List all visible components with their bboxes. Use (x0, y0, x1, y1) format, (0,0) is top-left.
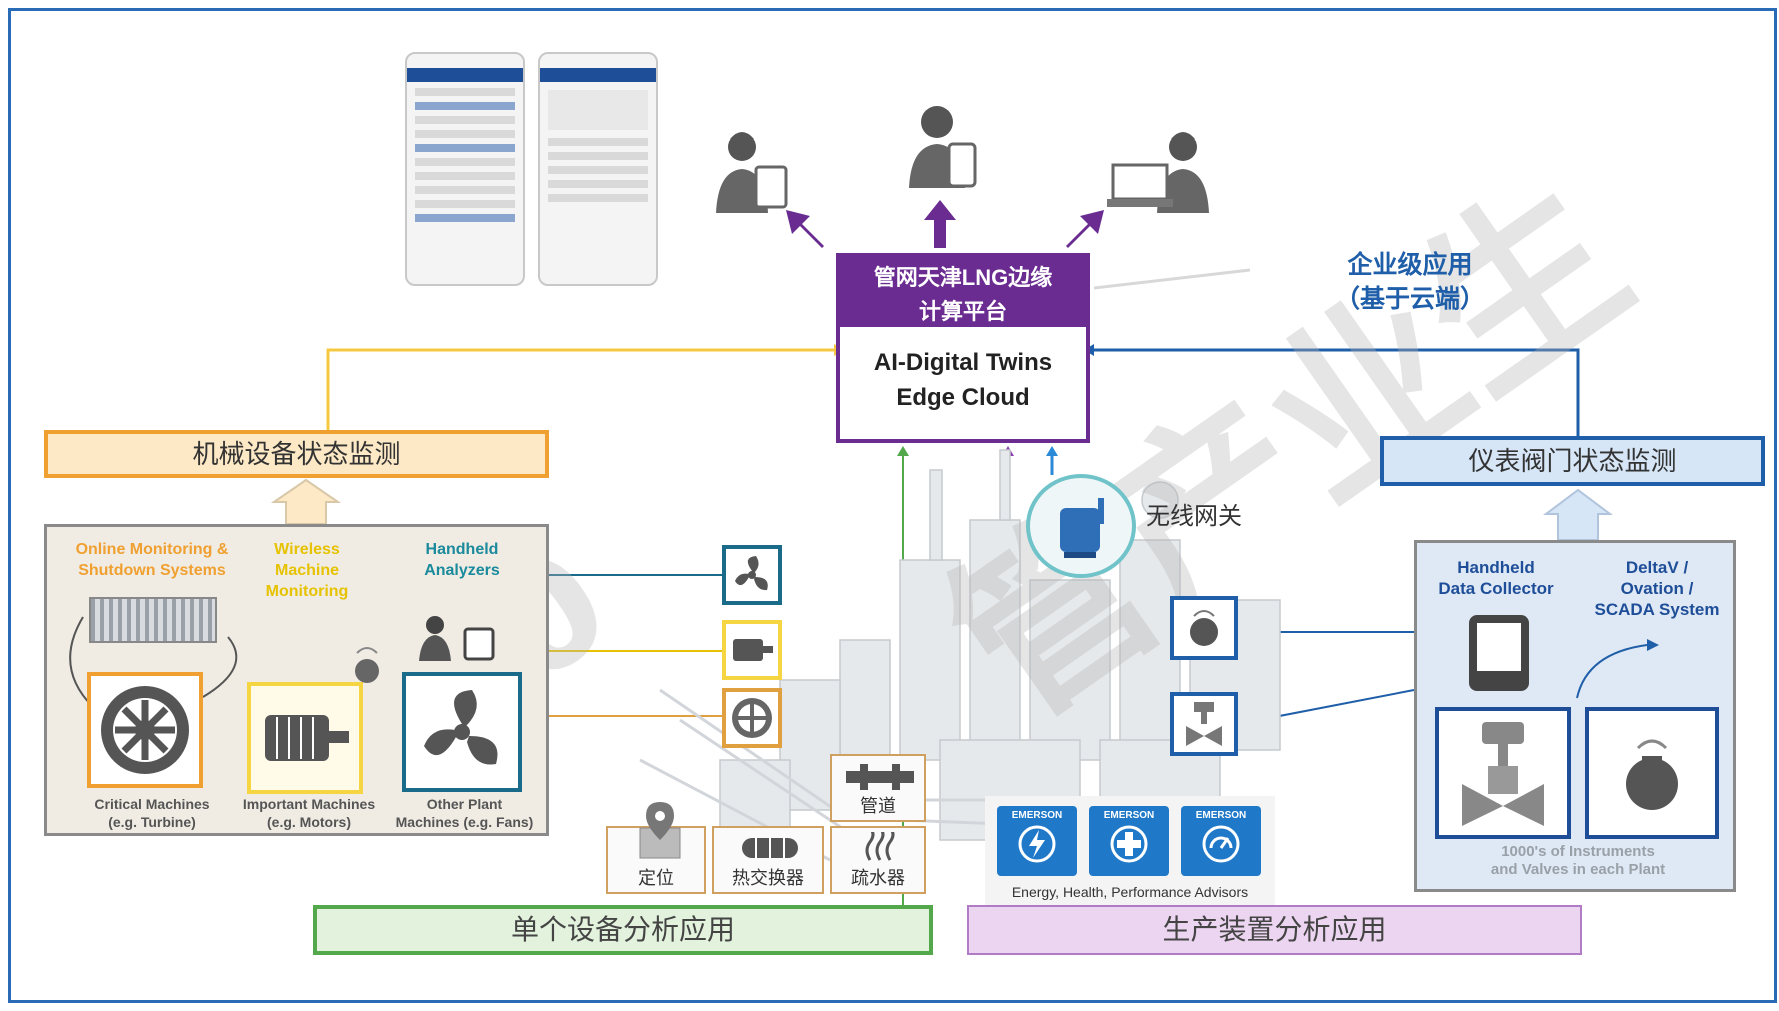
platform-title-line1: 管网天津LNG边缘 (873, 265, 1053, 290)
pipe-icon (846, 764, 914, 790)
performance-advisor-app: EMERSON (1181, 806, 1261, 876)
machine-monitoring-banner: 机械设备状态监测 (44, 430, 549, 478)
locate-label: 定位 (638, 868, 674, 888)
edge-platform: 管网天津LNG边缘 计算平台 AI-Digital Twins Edge Clo… (836, 253, 1090, 443)
enterprise-app-label: 企业级应用 （基于云端） (1320, 248, 1500, 316)
fan-mini-tile (722, 545, 782, 605)
online-monitoring-label: Online Monitoring &Shutdown Systems (75, 541, 229, 579)
pipe-label: 管道 (860, 796, 896, 816)
data-collector-icon (1469, 615, 1529, 691)
enterprise-line1: 企业级应用 (1347, 251, 1473, 279)
important-machines-caption: Important Machines(e.g. Motors) (242, 796, 376, 830)
map-pin-icon (639, 802, 681, 859)
motor-icon (265, 715, 349, 761)
transmitter-mini-tile (1170, 596, 1238, 660)
machine-panel: Online Monitoring &Shutdown Systems Wire… (44, 524, 549, 836)
up-arrow-left (270, 478, 342, 525)
platform-title: 管网天津LNG边缘 计算平台 (840, 257, 1086, 327)
performance-advisors: EMERSON EMERSON EMERSON Energy, Health, … (985, 796, 1275, 906)
fan-icon (735, 556, 768, 591)
advisors-caption: Energy, Health, Performance Advisors (1011, 884, 1249, 900)
locate-tile: 定位 (606, 802, 706, 894)
arrow-to-user-right (1066, 210, 1104, 248)
transmitter-icon (1190, 610, 1218, 646)
valve-mini-tile (1170, 692, 1238, 756)
platform-title-line2: 计算平台 (918, 299, 1007, 324)
energy-advisor-app: EMERSON (997, 806, 1077, 876)
transmitter-tile (1585, 707, 1719, 839)
heat-exchanger-icon (742, 838, 798, 858)
person-tablet-icon (716, 132, 788, 213)
arrow-to-user-left (786, 210, 824, 248)
platform-body-line1: AI-Digital Twins (873, 349, 1053, 376)
deltav-label: DeltaV /Ovation /SCADA System (1594, 558, 1720, 619)
motor-icon (733, 639, 773, 661)
wireless-gateway (1026, 474, 1136, 578)
up-arrow-right (1543, 488, 1613, 541)
platform-body-line2: Edge Cloud (896, 384, 1030, 411)
fan-icon (424, 690, 498, 765)
heat-exchanger-label: 热交换器 (732, 868, 804, 888)
health-advisor-app: EMERSON (1089, 806, 1169, 876)
instrument-monitoring-banner: 仪表阀门状态监测 (1380, 436, 1765, 486)
pipe-tile: 管道 (830, 754, 926, 822)
turbine-mini-tile (722, 688, 782, 748)
performance-icon (1202, 825, 1240, 863)
enterprise-line2: （基于云端） (1334, 285, 1485, 313)
phone-screen-1 (405, 52, 525, 286)
health-icon (1110, 825, 1148, 863)
steam-trap-tile: 疏水器 (830, 826, 926, 894)
valve-tile (1435, 707, 1571, 839)
yellow-connector (326, 348, 834, 430)
turbine-icon (732, 698, 772, 738)
arrow-to-user-center (924, 200, 956, 248)
phone-screen-2 (538, 52, 658, 286)
fan-tile (402, 672, 522, 792)
person-phone-icon (909, 106, 977, 188)
motor-mini-tile (722, 620, 782, 680)
transmitter-icon (1626, 739, 1678, 810)
turbine-icon (101, 686, 189, 774)
analyzer-person-icon (419, 616, 495, 661)
valve-icon (1462, 722, 1544, 826)
critical-machines-caption: Critical Machines(e.g. Turbine) (94, 796, 210, 830)
energy-icon (1018, 825, 1056, 863)
platform-body: AI-Digital Twins Edge Cloud (840, 327, 1086, 415)
steam-trap-label: 疏水器 (851, 868, 905, 888)
heat-exchanger-tile: 热交换器 (712, 826, 824, 894)
plant-analysis-banner: 生产装置分析应用 (967, 905, 1582, 955)
gateway-icon (1060, 498, 1104, 558)
turbine-tile (87, 672, 203, 788)
person-laptop-icon (1107, 132, 1209, 213)
monitoring-rack-icon (89, 597, 217, 643)
gateway-label: 无线网关 (1146, 503, 1242, 530)
single-device-analysis-banner: 单个设备分析应用 (313, 905, 933, 955)
motor-tile (247, 682, 363, 794)
steam-trap-icon (865, 832, 895, 861)
wireless-sensor-icon (355, 647, 379, 683)
blue-connector (1094, 348, 1580, 436)
valve-icon (1186, 702, 1222, 746)
